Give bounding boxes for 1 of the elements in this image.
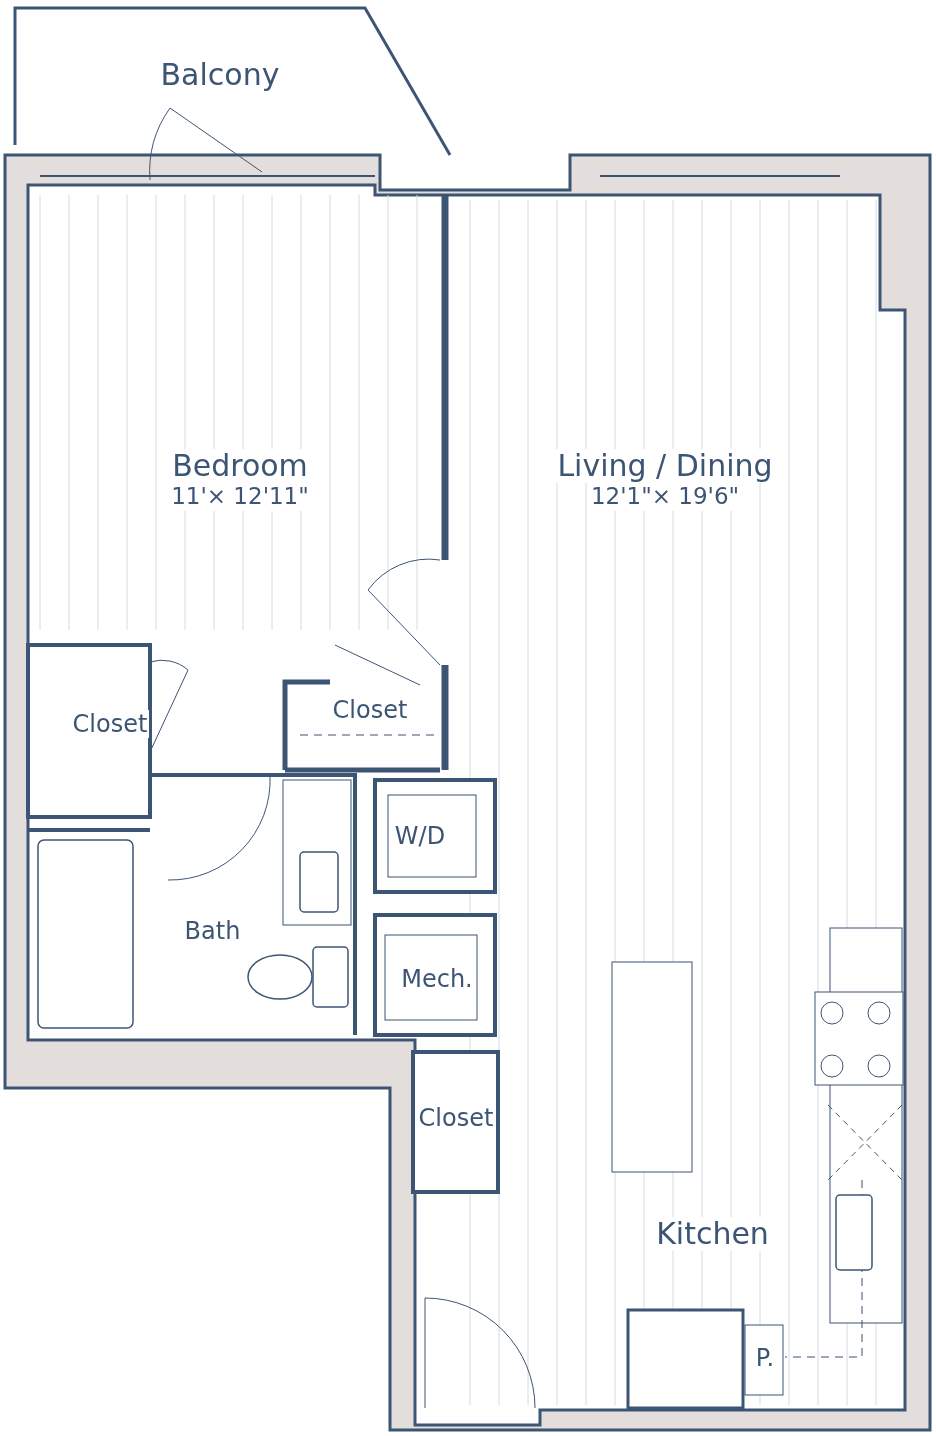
room-label: Closet: [70, 710, 150, 738]
